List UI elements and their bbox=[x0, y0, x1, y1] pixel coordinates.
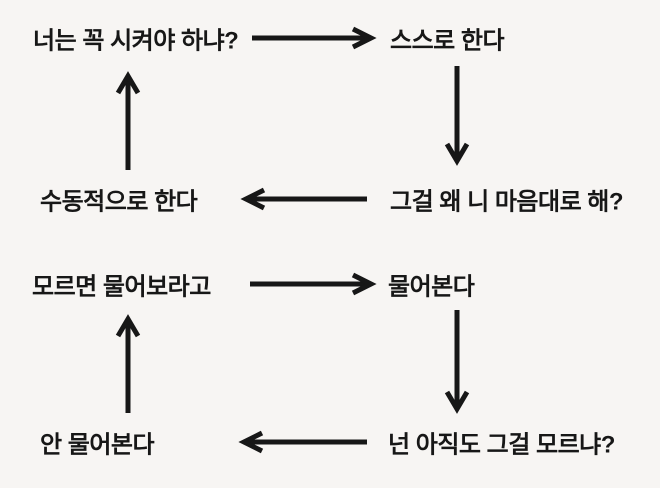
node-cycle2-bottom-left: 안 물어본다 bbox=[40, 431, 155, 459]
arrow-down-icon bbox=[444, 310, 470, 414]
node-cycle1-mid-left: 수동적으로 한다 bbox=[40, 188, 198, 216]
arrow-right-icon bbox=[252, 26, 377, 50]
node-cycle2-top-left: 모르면 물어보라고 bbox=[32, 273, 211, 301]
node-cycle2-top-right: 물어본다 bbox=[388, 273, 475, 301]
arrow-down-icon bbox=[444, 66, 470, 166]
node-cycle1-top-right: 스스로 한다 bbox=[390, 27, 505, 55]
node-cycle1-top-left: 너는 꼭 시켜야 하냐? bbox=[33, 27, 239, 55]
arrow-left-icon bbox=[240, 187, 367, 211]
arrow-right-icon bbox=[250, 272, 377, 296]
node-cycle2-bottom-right: 넌 아직도 그걸 모르냐? bbox=[388, 431, 615, 459]
node-cycle1-mid-right: 그걸 왜 니 마음대로 해? bbox=[390, 188, 624, 216]
arrow-left-icon bbox=[238, 430, 367, 454]
arrow-up-icon bbox=[115, 314, 141, 413]
arrow-up-icon bbox=[115, 71, 141, 170]
